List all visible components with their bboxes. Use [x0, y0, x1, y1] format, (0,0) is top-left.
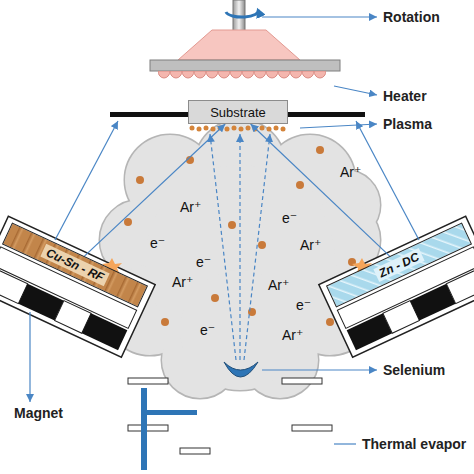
evaporator-plate: [292, 425, 332, 431]
cu-sn-magnetron: [0, 216, 155, 357]
particle-label: Ar⁺: [282, 327, 303, 343]
part-label: Selenium: [383, 362, 445, 378]
holder-plate: [150, 60, 340, 71]
particle-label: Ar⁺: [300, 237, 321, 253]
evaporator-plate: [128, 425, 168, 431]
deposited-film: [190, 126, 286, 132]
flux-arrow: [55, 121, 118, 240]
particle-label: e⁻: [282, 210, 297, 226]
evaporator-post: [141, 388, 147, 470]
node-text: Cu-Sn - RF: [40, 244, 109, 286]
particle-label: e⁻: [200, 322, 215, 338]
rotation-arrow: [226, 10, 258, 17]
selenium-boat: [224, 362, 258, 377]
plasma-cloud: [100, 120, 380, 398]
flux-arrow: [84, 124, 225, 256]
node-text: Substrate: [210, 105, 266, 120]
leader-lines: [30, 17, 377, 444]
particle-label: Ar⁺: [268, 277, 289, 293]
particle-label: Ar⁺: [340, 164, 361, 180]
part-label: Magnet: [14, 405, 63, 421]
evaporator-plate: [128, 378, 168, 384]
heater-elements: [158, 71, 326, 85]
part-label: Heater: [383, 88, 427, 104]
zn-magnetron: [319, 216, 474, 357]
substrate-box: Substrate: [188, 100, 288, 124]
particle-label: Ar⁺: [172, 274, 193, 290]
part-label: Thermal evapor: [362, 436, 466, 452]
flux-arrow: [251, 124, 390, 256]
holder-mount: [178, 30, 300, 60]
node-text: Zn - DC: [373, 248, 425, 282]
evaporator-plate: [282, 378, 322, 384]
cu-sn-target: Cu-Sn - RF: [2, 222, 148, 307]
evaporator-bar: [147, 410, 197, 415]
particle-label: Ar⁺: [180, 199, 201, 215]
particle-label: e⁻: [150, 235, 165, 251]
evaporator-plate: [180, 448, 210, 454]
particle-label: e⁻: [196, 254, 211, 270]
part-label: Rotation: [383, 9, 440, 25]
plasma-cloud-fill: [100, 120, 380, 398]
part-label: Plasma: [383, 116, 432, 132]
selenium-vapour: [210, 134, 270, 360]
zn-target: Zn - DC: [326, 222, 472, 307]
particle-label: e⁻: [296, 297, 311, 313]
flux-arrow: [356, 121, 419, 240]
